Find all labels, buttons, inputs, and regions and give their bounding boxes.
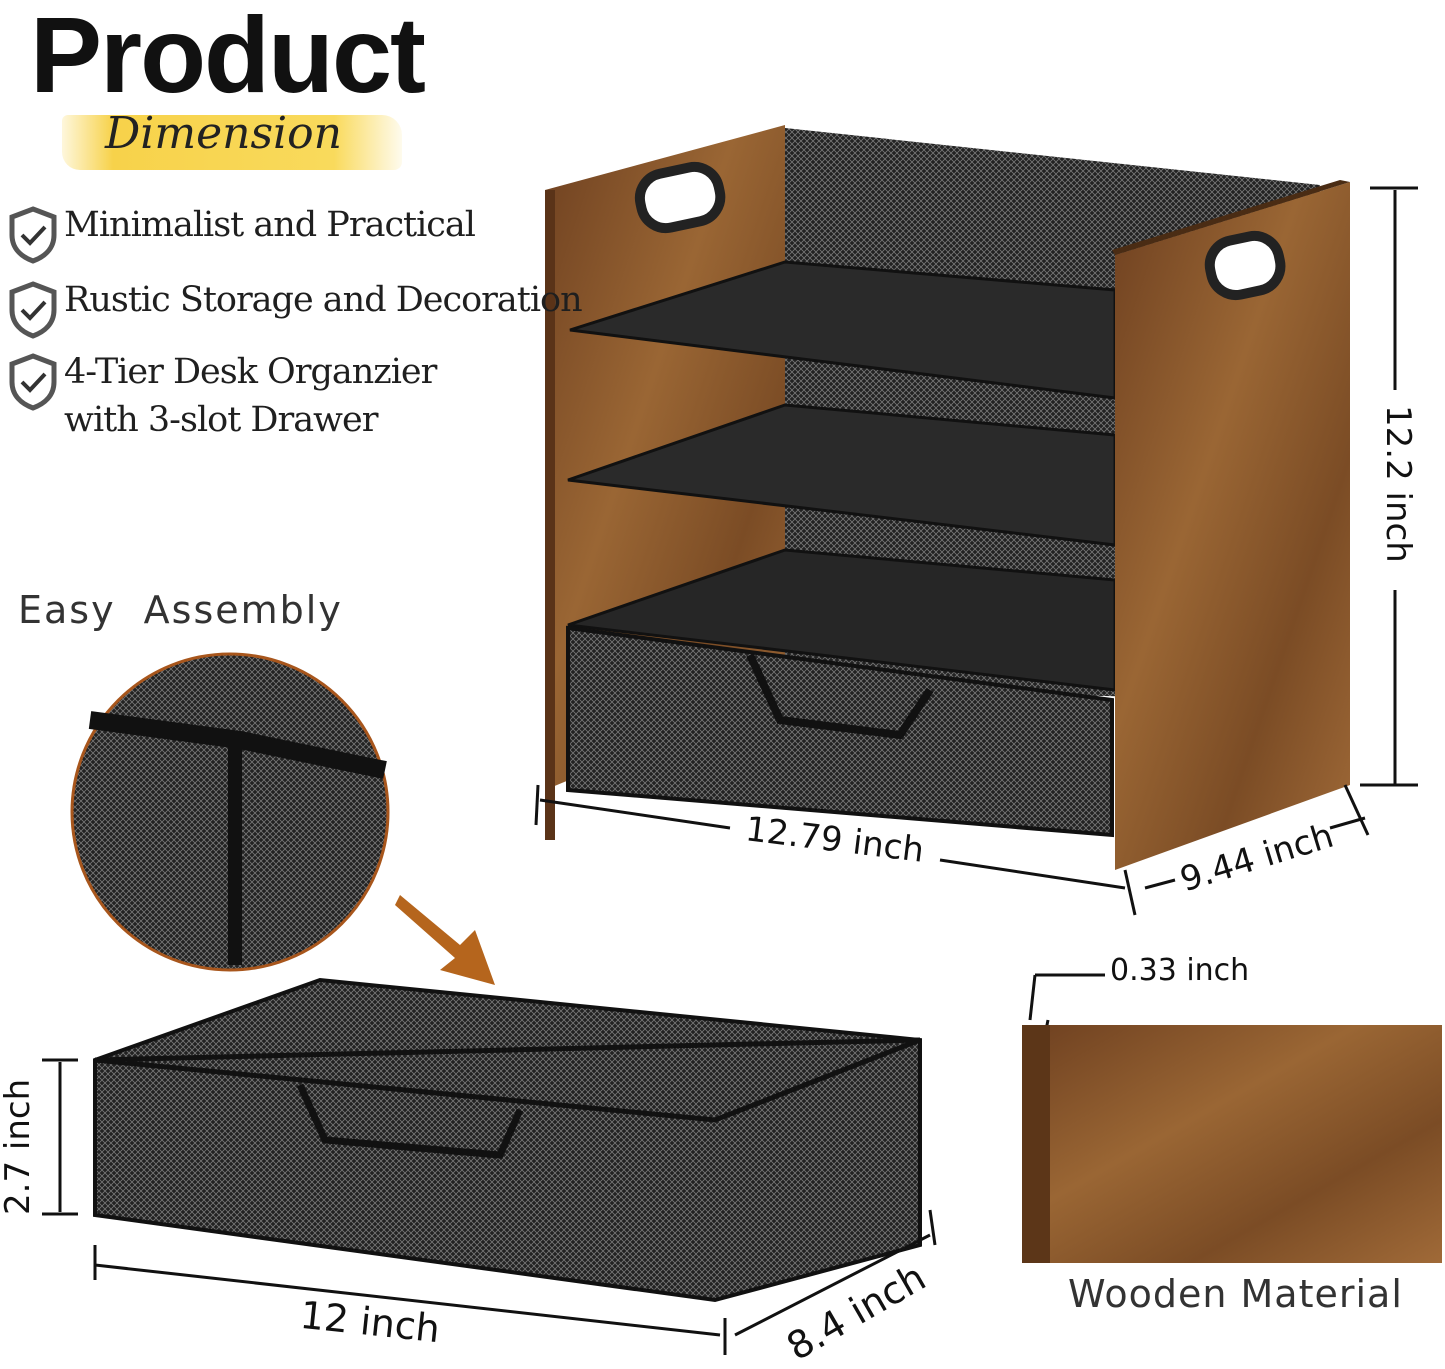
drawer-product-handle [296,1083,524,1159]
highlight-brush [62,115,402,170]
handle-icon [634,161,726,234]
shield-check-icon [9,353,57,411]
feature-text: Rustic Storage and Decoration [64,280,583,320]
left-panel-edge [545,190,555,840]
organizer-dimension-lines [534,186,1418,916]
wood-material-label: Wooden Material [1068,1272,1403,1316]
wood-sample [1022,1025,1442,1263]
wood-thickness-label: 0.33 inch [1110,953,1250,988]
drawer-rim [94,1037,921,1123]
handle-icon [1204,230,1286,301]
right-panel-top [1112,180,1350,255]
drawer-handle [746,653,934,740]
page-subtitle: Dimension [105,108,342,159]
feature-item: 4-Tier Desk Organzier with 3-slot Drawer [6,352,437,440]
feature-text: 4-Tier Desk Organzier [64,352,437,392]
right-wood-panel [1115,182,1350,870]
drawer-dimension-lines [42,973,1105,1355]
shield-check-icon [9,206,57,264]
feature-item: Rustic Storage and Decoration [6,280,583,340]
page-title: Product [30,0,426,115]
wood-sample-edge [1022,1025,1050,1263]
drawer-height-label: 2.7 inch [0,1078,38,1215]
arrow-icon [395,895,495,985]
feature-item: Minimalist and Practical [6,205,476,265]
assembly-label: Easy Assembly [18,588,343,632]
shield-check-icon [9,281,57,339]
feature-text: with 3-slot Drawer [64,400,378,440]
feature-text: Minimalist and Practical [64,205,476,245]
organizer-height-label: 12.2 inch [1378,405,1418,563]
inset-frame-rail [88,711,387,779]
